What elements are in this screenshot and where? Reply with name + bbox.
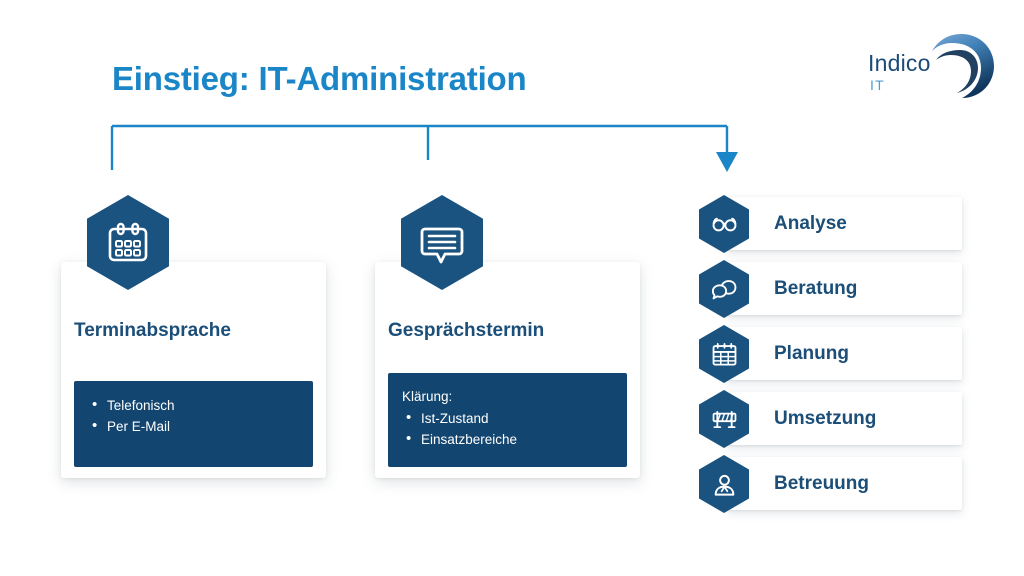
page-title: Einstieg: IT-Administration xyxy=(112,60,527,97)
logo-wordmark: Indico xyxy=(868,50,931,76)
swoosh-crescent-icon xyxy=(932,34,994,98)
logo: Indico IT xyxy=(868,30,998,102)
card-bullet-list: Ist-Zustand Einsatzbereiche xyxy=(402,407,613,450)
card-title: Terminabsprache xyxy=(74,320,231,341)
stack-row-label: Betreuung xyxy=(774,472,869,494)
connector-svg xyxy=(110,124,738,172)
barrier-icon xyxy=(712,410,736,428)
card-title: Gesprächstermin xyxy=(388,320,545,341)
calendar-icon-hexagon xyxy=(87,195,169,290)
card-detail-box: Telefonisch Per E-Mail xyxy=(74,381,313,467)
card-bullet-list: Telefonisch Per E-Mail xyxy=(88,394,299,437)
speech-bubble-icon-hexagon xyxy=(401,195,483,290)
card-terminabsprache[interactable]: Terminabsprache Telefonisch Per E-Mail xyxy=(61,195,326,478)
card-gespraechstermin[interactable]: Gesprächstermin Klärung: Ist-Zustand Ein… xyxy=(375,195,640,478)
calendar-grid-icon xyxy=(712,342,736,366)
person-icon xyxy=(714,474,734,496)
stack-row-beratung[interactable]: Beratung xyxy=(726,262,962,315)
list-item: Ist-Zustand xyxy=(402,407,613,429)
speech-bubble-icon xyxy=(420,227,464,263)
stack-row-umsetzung[interactable]: Umsetzung xyxy=(726,392,962,445)
stack-row-label: Planung xyxy=(774,342,849,364)
stack-row-betreuung[interactable]: Betreuung xyxy=(726,457,962,510)
list-item: Telefonisch xyxy=(88,394,299,416)
logo-subtext: IT xyxy=(870,77,885,93)
stack-row-label: Beratung xyxy=(774,277,858,299)
stack-row-planung[interactable]: Planung xyxy=(726,327,962,380)
list-item: Per E-Mail xyxy=(88,415,299,437)
calendar-icon xyxy=(108,222,148,261)
card-box-label: Klärung: xyxy=(402,389,453,404)
stack-row-analyse[interactable]: Analyse xyxy=(726,197,962,250)
list-item: Einsatzbereiche xyxy=(402,428,613,450)
glasses-icon xyxy=(712,217,736,231)
chat-bubbles-icon xyxy=(711,279,736,299)
stack-row-label: Analyse xyxy=(774,212,847,234)
stack-row-label: Umsetzung xyxy=(774,407,877,429)
connector-bracket xyxy=(100,118,750,178)
card-detail-box: Klärung: Ist-Zustand Einsatzbereiche xyxy=(388,373,627,467)
